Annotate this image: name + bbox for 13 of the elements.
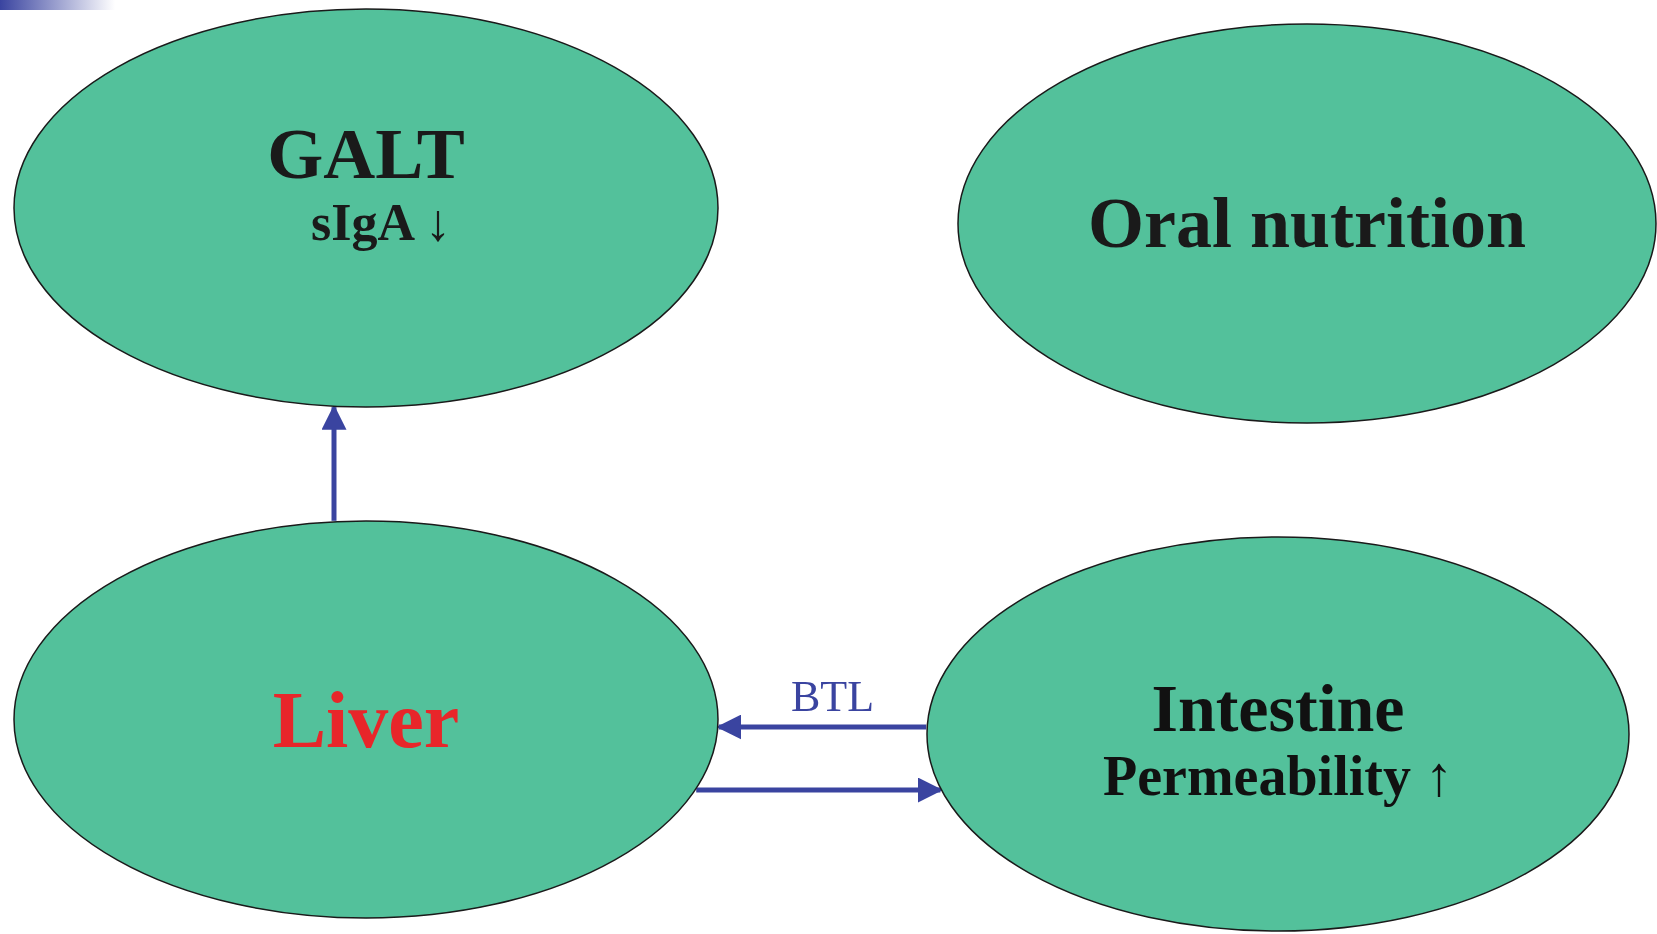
- arrow: [321, 404, 347, 521]
- ellipse-node: [926, 536, 1630, 932]
- ellipse-node: [13, 520, 719, 919]
- arrow: [696, 777, 943, 803]
- node-title: GALT: [267, 114, 465, 194]
- node-title: Liver: [272, 675, 460, 764]
- arrow: [716, 714, 927, 740]
- node-title: Oral nutrition: [1088, 183, 1526, 264]
- node-subtitle: sIgA ↓: [310, 194, 452, 252]
- ellipse-node: [957, 23, 1657, 424]
- node-title: Intestine: [1151, 670, 1405, 746]
- ellipse-node: [13, 8, 719, 408]
- node-subtitle: Permeability ↑: [1103, 745, 1453, 808]
